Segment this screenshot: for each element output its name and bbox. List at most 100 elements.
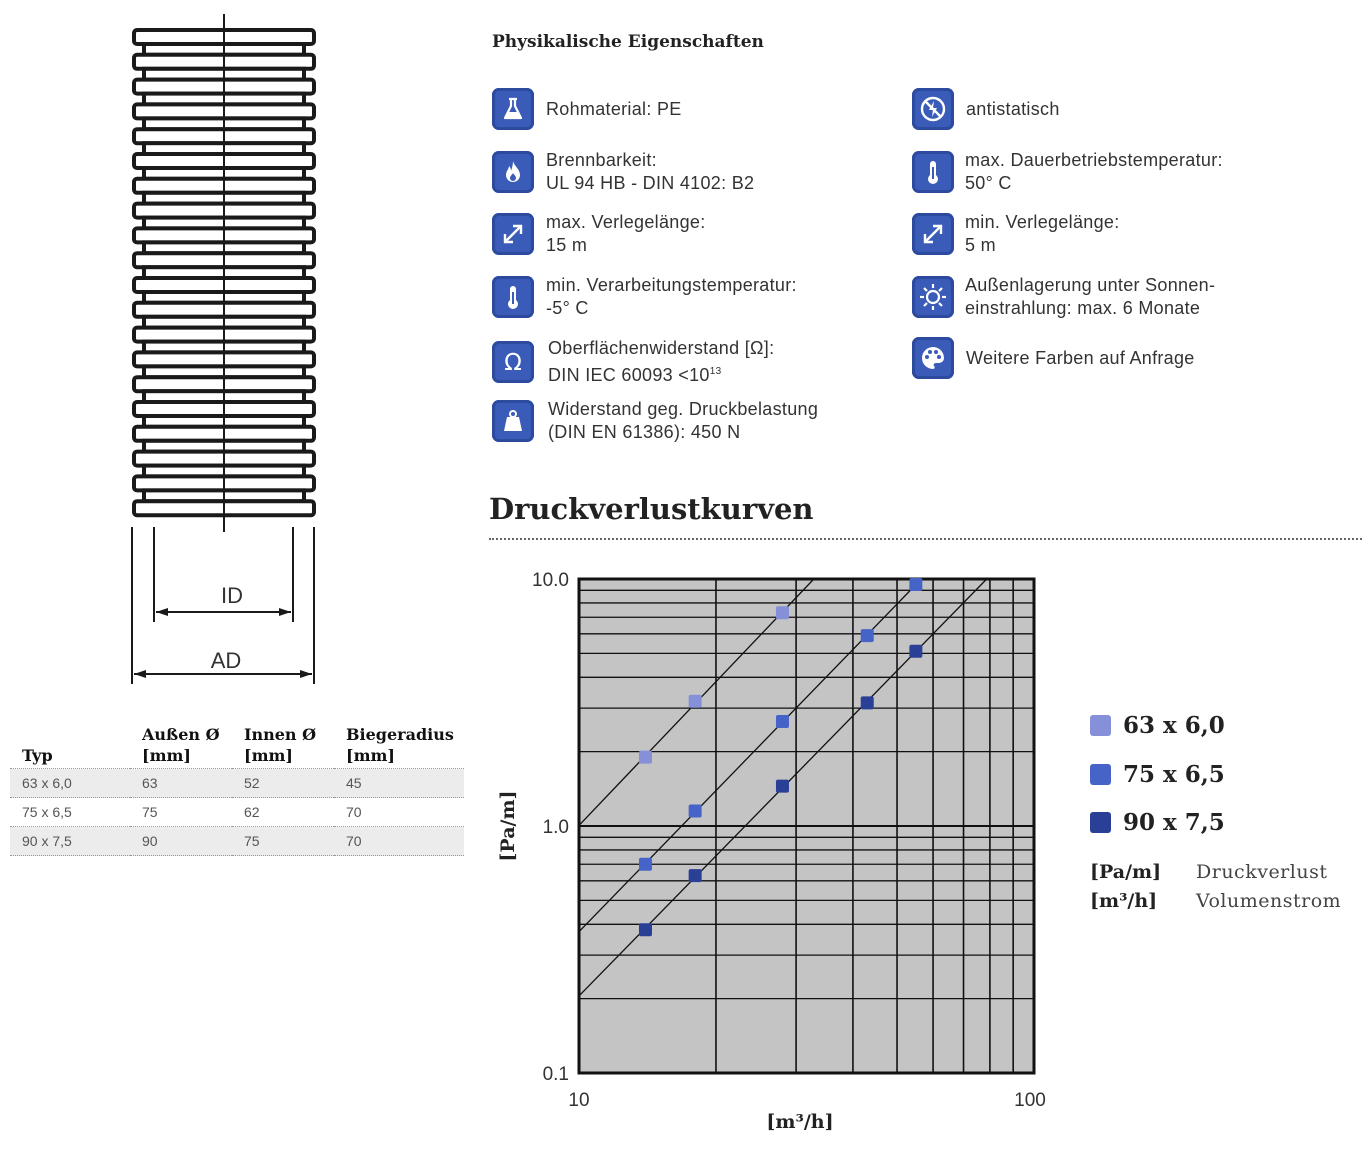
property-value: -5° C bbox=[546, 298, 589, 318]
cell-inner: 62 bbox=[244, 804, 260, 820]
x-axis-label: [m³/h] bbox=[766, 1111, 833, 1133]
thermometer-icon bbox=[912, 151, 954, 193]
header-inner-diameter: Innen Ø[mm] bbox=[244, 725, 317, 765]
property-value: UL 94 HB - DIN 4102: B2 bbox=[546, 173, 755, 193]
y-tick-label: 1.0 bbox=[543, 817, 569, 838]
x-tick-label: 10 bbox=[568, 1090, 589, 1111]
omega-icon: Ω bbox=[492, 341, 534, 383]
data-point bbox=[860, 629, 874, 643]
data-points bbox=[638, 578, 923, 937]
chart-title: Druckverlustkurven bbox=[489, 492, 814, 526]
property-raw-material: Rohmaterial: PE bbox=[492, 88, 682, 130]
legend-item: 63 x 6,0 bbox=[1090, 712, 1225, 739]
data-point bbox=[775, 714, 789, 728]
data-point bbox=[860, 696, 874, 710]
property-compression-resistance: Widerstand geg. Druckbelastung (DIN EN 61… bbox=[492, 398, 818, 444]
property-max-length: max. Verlegelänge: 15 m bbox=[492, 211, 706, 257]
data-point bbox=[638, 857, 652, 871]
property-min-processing-temp: min. Verarbeitungstemperatur: -5° C bbox=[492, 274, 797, 320]
property-text: Rohmaterial: PE bbox=[546, 98, 682, 119]
cell-typ: 75 x 6,5 bbox=[22, 804, 72, 820]
property-more-colors: Weitere Farben auf Anfrage bbox=[912, 337, 1195, 379]
data-point bbox=[775, 606, 789, 620]
inner-diameter-label: ID bbox=[221, 583, 243, 608]
antistatic-icon bbox=[912, 88, 954, 130]
property-text: min. Verarbeitungstemperatur: bbox=[546, 275, 797, 295]
pressure-loss-chart: 10.0 1.0 0.1 10 100 [m³/h] [Pa/m] bbox=[497, 570, 1046, 1133]
y-axis-label: [Pa/m] bbox=[497, 790, 519, 861]
data-point bbox=[638, 750, 652, 764]
data-point bbox=[688, 869, 702, 883]
palette-icon bbox=[912, 337, 954, 379]
cell-typ: 63 x 6,0 bbox=[22, 775, 72, 791]
property-text: Oberflächenwiderstand [Ω]: bbox=[548, 338, 775, 358]
table-row: 75 x 6,5 75 62 70 bbox=[10, 797, 464, 827]
flask-icon bbox=[492, 88, 534, 130]
property-text: max. Verlegelänge: bbox=[546, 212, 706, 232]
diagonal-arrow-icon bbox=[912, 213, 954, 255]
cell-outer: 90 bbox=[142, 833, 158, 849]
x-tick-label: 100 bbox=[1014, 1090, 1046, 1111]
cell-inner: 75 bbox=[244, 833, 260, 849]
unit-description: Volumenstrom bbox=[1196, 890, 1342, 912]
table-header-row: Typ Außen Ø[mm] Innen Ø[mm] Biegeradius[… bbox=[10, 720, 464, 769]
table-row: 63 x 6,0 63 52 45 bbox=[10, 768, 464, 798]
property-text: min. Verlegelänge: bbox=[965, 212, 1120, 232]
property-value: 5 m bbox=[965, 235, 996, 255]
data-point bbox=[688, 694, 702, 708]
legend-item: 75 x 6,5 bbox=[1090, 761, 1225, 788]
property-text: antistatisch bbox=[966, 98, 1060, 119]
y-tick-label: 10.0 bbox=[532, 570, 569, 591]
sun-icon bbox=[912, 276, 954, 318]
data-point bbox=[909, 578, 923, 592]
property-value: (DIN EN 61386): 450 N bbox=[548, 422, 741, 442]
unit-symbol: [Pa/m] bbox=[1090, 861, 1162, 883]
unit-legend-row: [Pa/m] Druckverlust bbox=[1090, 861, 1327, 883]
header-outer-diameter: Außen Ø[mm] bbox=[142, 725, 220, 765]
property-text: max. Dauerbetriebstemperatur: bbox=[965, 150, 1223, 170]
property-value: 15 m bbox=[546, 235, 588, 255]
legend-swatch bbox=[1090, 764, 1111, 785]
legend-label: 90 x 7,5 bbox=[1123, 809, 1225, 836]
cell-outer: 63 bbox=[142, 775, 158, 791]
property-text: Widerstand geg. Druckbelastung bbox=[548, 399, 819, 419]
header-typ: Typ bbox=[22, 746, 53, 765]
cell-outer: 75 bbox=[142, 804, 158, 820]
data-point bbox=[775, 779, 789, 793]
property-min-length: min. Verlegelänge: 5 m bbox=[912, 211, 1120, 257]
cell-inner: 52 bbox=[244, 775, 260, 791]
cell-typ: 90 x 7,5 bbox=[22, 833, 72, 849]
header-bend-radius: Biegeradius[mm] bbox=[346, 725, 454, 765]
table-row: 90 x 7,5 90 75 70 bbox=[10, 826, 464, 856]
dotted-divider bbox=[489, 538, 1362, 540]
property-text: Brennbarkeit: bbox=[546, 150, 657, 170]
data-point bbox=[909, 644, 923, 658]
thermometer-icon bbox=[492, 276, 534, 318]
legend-label: 63 x 6,0 bbox=[1123, 712, 1225, 739]
flame-icon bbox=[492, 151, 534, 193]
cell-radius: 70 bbox=[346, 833, 362, 849]
tick-labels: 10.0 1.0 0.1 10 100 bbox=[532, 570, 1046, 1111]
properties-heading: Physikalische Eigenschaften bbox=[492, 32, 764, 52]
plot-frame bbox=[577, 577, 1036, 1075]
outer-diameter-label: AD bbox=[211, 648, 242, 673]
property-value: DIN IEC 60093 <10 bbox=[548, 365, 710, 385]
property-value: 50° C bbox=[965, 173, 1012, 193]
svg-text:Ω: Ω bbox=[504, 350, 522, 375]
data-point bbox=[638, 923, 652, 937]
property-antistatic: antistatisch bbox=[912, 88, 1060, 130]
legend-swatch bbox=[1090, 715, 1111, 736]
unit-description: Druckverlust bbox=[1196, 861, 1328, 883]
unit-legend-row: [m³/h] Volumenstrom bbox=[1090, 890, 1341, 912]
property-value: einstrahlung: max. 6 Monate bbox=[965, 298, 1201, 318]
property-superscript: 13 bbox=[709, 366, 722, 377]
weight-icon bbox=[492, 400, 534, 442]
unit-symbol: [m³/h] bbox=[1090, 890, 1158, 912]
property-flammability: Brennbarkeit: UL 94 HB - DIN 4102: B2 bbox=[492, 149, 754, 195]
data-point bbox=[688, 804, 702, 818]
diagonal-arrow-icon bbox=[492, 213, 534, 255]
cell-radius: 70 bbox=[346, 804, 362, 820]
legend-swatch bbox=[1090, 812, 1111, 833]
property-text: Außenlagerung unter Sonnen- bbox=[965, 275, 1216, 295]
y-tick-label: 0.1 bbox=[543, 1064, 569, 1085]
